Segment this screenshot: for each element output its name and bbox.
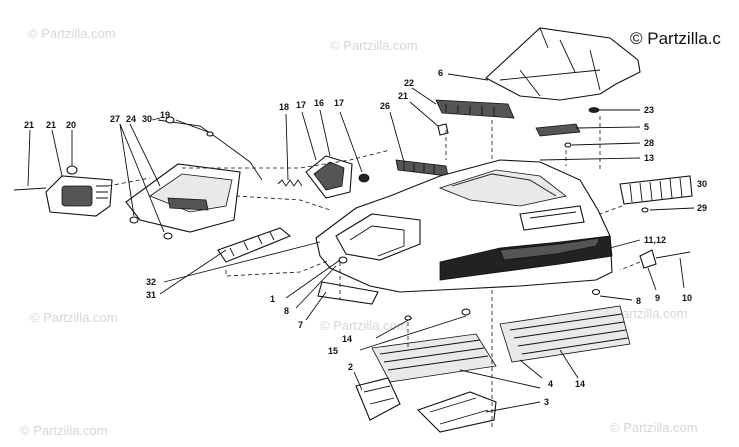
callout-8: 8 [636, 296, 641, 306]
callout-9: 9 [655, 293, 660, 303]
watermark-main: © Partzilla.c [630, 29, 721, 48]
callout-15: 15 [328, 346, 338, 356]
callout-14: 14 [342, 334, 352, 344]
watermark: © Partzilla.com [330, 38, 418, 53]
knob [66, 165, 78, 175]
callout-21: 29 [697, 203, 707, 213]
screw [13, 187, 47, 191]
callout-labels: 6 22 21 26 23 5 28 13 30 29 11,12 8 9 10… [24, 68, 707, 407]
callout-29: 26 [380, 101, 390, 111]
mount-plate [535, 123, 581, 137]
screw [564, 142, 572, 148]
windshield-bracket [435, 99, 515, 119]
callout-2: 2 [348, 362, 353, 372]
clip [129, 216, 139, 224]
callout-30: 30 [142, 114, 152, 124]
mount-block [305, 155, 353, 199]
air-duct [416, 391, 497, 433]
callout-10: 10 [682, 293, 692, 303]
latch-rod [655, 251, 691, 259]
callout-27: 23 [644, 105, 654, 115]
latch [639, 249, 657, 269]
callout-14: 14 [575, 379, 585, 389]
callout-3: 3 [544, 397, 549, 407]
callout-24: 21 [24, 120, 34, 130]
hood-shell [315, 159, 613, 293]
left-bracket [355, 377, 401, 421]
grommet [165, 116, 175, 124]
vent-strip [395, 159, 449, 177]
nut [358, 173, 370, 183]
callout-21: 28 [644, 138, 654, 148]
callout-32: 32 [146, 277, 156, 287]
callout-11-12: 11,12 [644, 235, 666, 245]
grommet [206, 131, 214, 137]
clip [163, 232, 173, 240]
callout-8: 8 [284, 306, 289, 316]
callout-26: 22 [404, 78, 414, 88]
belly-pan-insert [499, 305, 631, 363]
callout-20: 19 [160, 110, 170, 120]
watermark: © Partzilla.com [30, 310, 118, 325]
callout-18: 17 [296, 100, 306, 110]
callout-23: 21 [46, 120, 56, 130]
callout-25: 21 [398, 91, 408, 101]
callout-28: 24 [126, 114, 136, 124]
callout-7: 7 [298, 320, 303, 330]
watermark: © Partzilla.com [20, 423, 108, 438]
fastener [437, 123, 449, 136]
callout-19: 18 [279, 102, 289, 112]
gauge-panel [45, 175, 113, 217]
callout-22: 20 [66, 120, 76, 130]
grille-right [619, 175, 693, 205]
callout-17: 17 [334, 98, 344, 108]
spring [277, 179, 303, 187]
callout-6: 6 [438, 68, 443, 78]
callout-4: 4 [548, 379, 553, 389]
callout-1: 1 [270, 294, 275, 304]
console-bracket [217, 227, 292, 263]
watermark: © Partzilla.com [610, 420, 698, 435]
watermark-group: © Partzilla.com © Partzilla.com © Partzi… [20, 26, 721, 438]
callout-30: 30 [697, 179, 707, 189]
callout-31: 31 [146, 290, 156, 300]
leader-lines [27, 73, 695, 413]
console-tray [125, 163, 241, 233]
callout-16: 16 [314, 98, 324, 108]
callout-5: 5 [644, 122, 649, 132]
callout-21: 27 [110, 114, 120, 124]
floor-pad [371, 333, 497, 383]
nut [591, 288, 601, 296]
nut [338, 256, 348, 264]
windshield [485, 27, 641, 101]
watermark: © Partzilla.com [28, 26, 116, 41]
hood-lower-panel [317, 281, 379, 305]
screw [641, 207, 649, 213]
callout-13: 13 [644, 153, 654, 163]
watermark: © Partzilla.com [320, 318, 408, 333]
clip [461, 308, 471, 316]
